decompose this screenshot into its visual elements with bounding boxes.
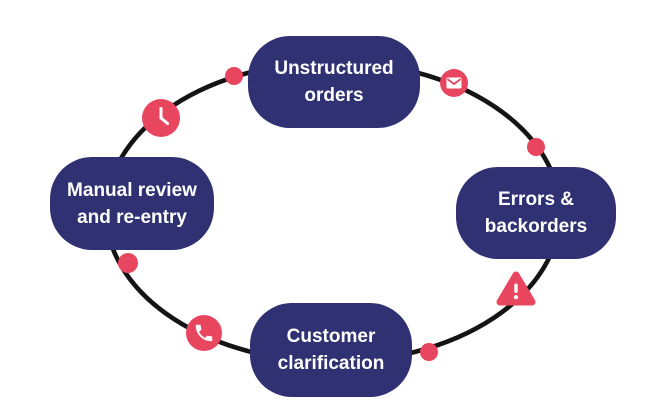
node-label-line: Unstructured bbox=[274, 58, 394, 79]
cycle-dot bbox=[420, 343, 438, 361]
mail-glyph bbox=[446, 77, 462, 89]
warning-icon bbox=[495, 269, 537, 309]
warning-glyph bbox=[496, 271, 536, 306]
node-label-line: Manual review bbox=[67, 179, 197, 201]
clock-glyph bbox=[159, 107, 169, 125]
node-errors-backorders: Errors & backorders bbox=[456, 167, 616, 259]
clock-icon bbox=[142, 99, 180, 137]
phone-icon bbox=[186, 315, 222, 351]
node-label-line: clarification bbox=[277, 353, 385, 374]
node-unstructured-orders: Unstructured orders bbox=[248, 36, 420, 128]
cycle-dot bbox=[118, 253, 138, 273]
node-label-line: Errors & bbox=[497, 189, 575, 210]
node-customer-clarification: Customer clarification bbox=[250, 303, 412, 397]
phone-glyph bbox=[195, 324, 213, 342]
node-label-line: and re-entry bbox=[77, 206, 187, 228]
node-label-line: Customer bbox=[286, 326, 376, 347]
node-label-line: orders bbox=[304, 85, 364, 106]
mail-icon bbox=[440, 69, 468, 97]
cycle-dot bbox=[527, 138, 545, 156]
cycle-dot bbox=[225, 67, 243, 85]
node-label-line: backorders bbox=[484, 216, 588, 237]
node-manual-review: Manual review and re-entry bbox=[50, 157, 214, 250]
